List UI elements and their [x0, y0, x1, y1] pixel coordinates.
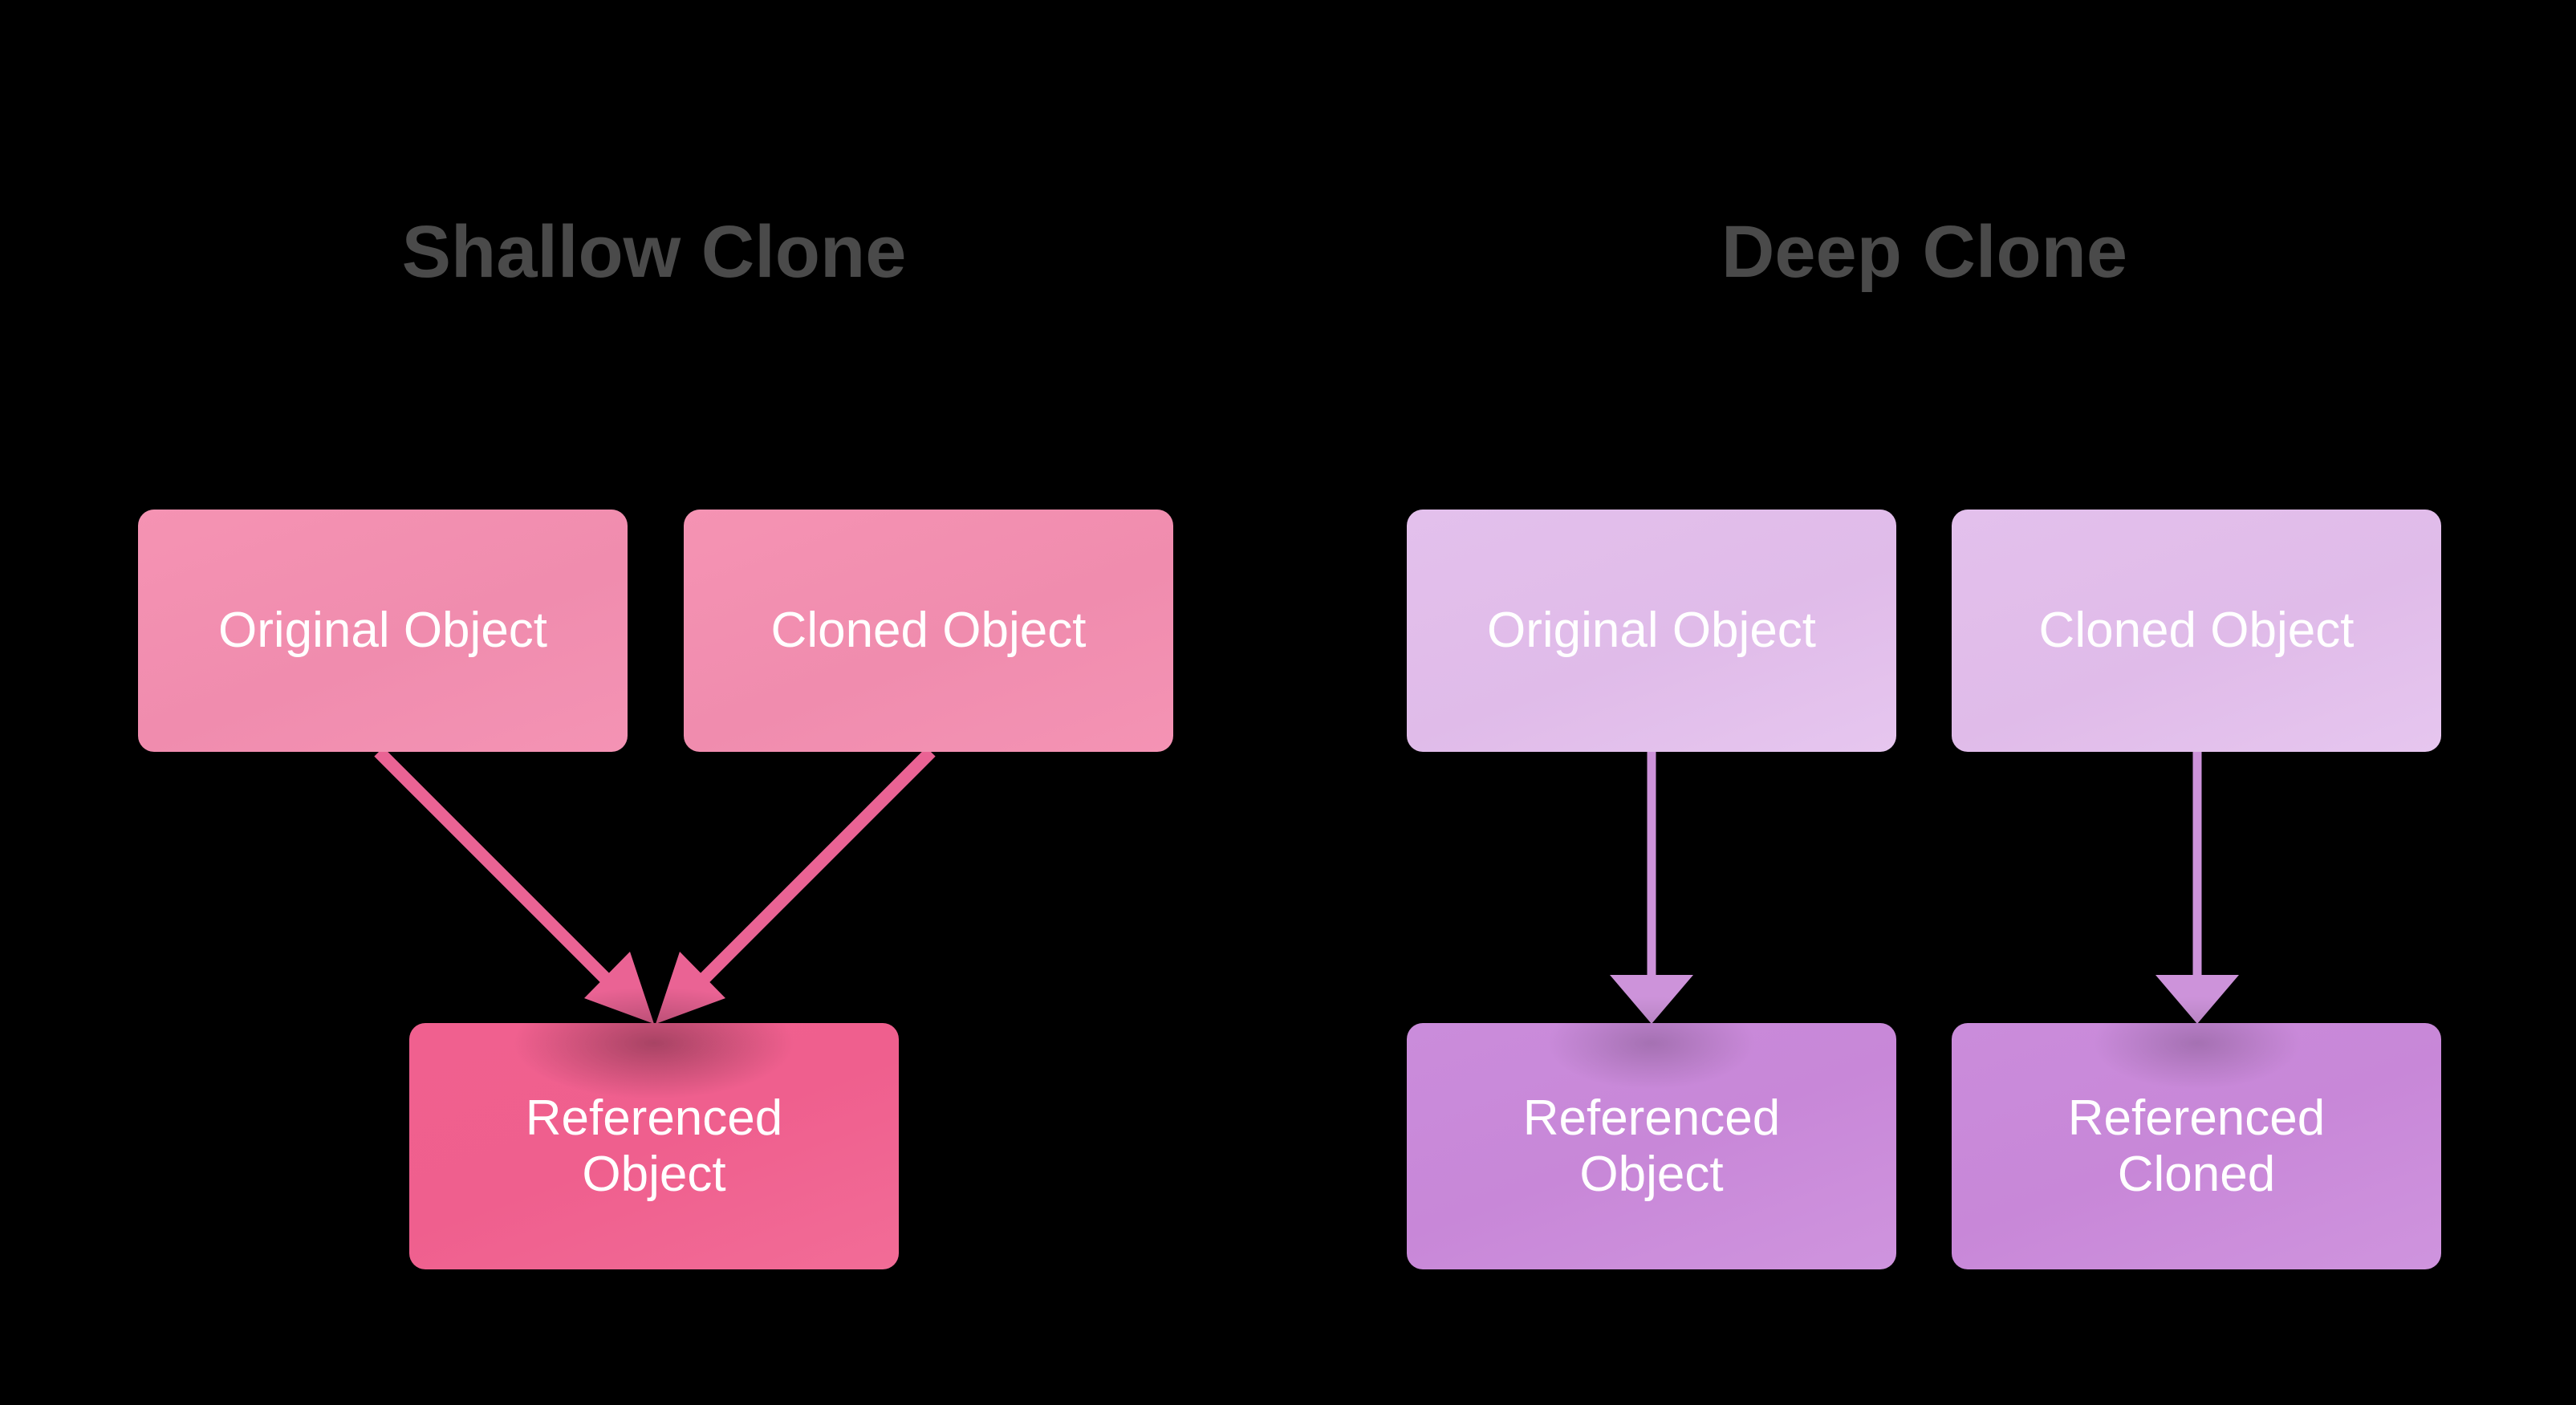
node-shallow-original-object[interactable]: Original Object — [138, 510, 628, 752]
arrow-deep-cloned-to-referenced-cloned — [2155, 752, 2239, 1024]
node-deep-original-object[interactable]: Original Object — [1407, 510, 1896, 752]
arrow-shallow-original-to-referenced — [374, 747, 654, 1024]
node-deep-referenced-object[interactable]: Referenced Object — [1407, 1023, 1896, 1269]
node-label: Original Object — [1486, 603, 1817, 659]
arrow-shallow-cloned-to-referenced — [656, 747, 936, 1024]
panel-title-shallow-clone: Shallow Clone — [401, 211, 907, 293]
panel-title-deep-clone: Deep Clone — [1721, 211, 2128, 293]
arrow-deep-original-to-referenced-object — [1610, 752, 1693, 1024]
node-label: Referenced Cloned — [2067, 1090, 2326, 1202]
node-label: Cloned Object — [2038, 603, 2355, 659]
node-shallow-referenced-object[interactable]: Referenced Object — [409, 1023, 899, 1269]
node-label: Original Object — [217, 603, 548, 659]
node-deep-cloned-object[interactable]: Cloned Object — [1952, 510, 2441, 752]
node-label: Cloned Object — [770, 603, 1087, 659]
node-deep-referenced-cloned[interactable]: Referenced Cloned — [1952, 1023, 2441, 1269]
node-label: Referenced Object — [525, 1090, 783, 1202]
node-label: Referenced Object — [1522, 1090, 1781, 1202]
node-shallow-cloned-object[interactable]: Cloned Object — [684, 510, 1173, 752]
